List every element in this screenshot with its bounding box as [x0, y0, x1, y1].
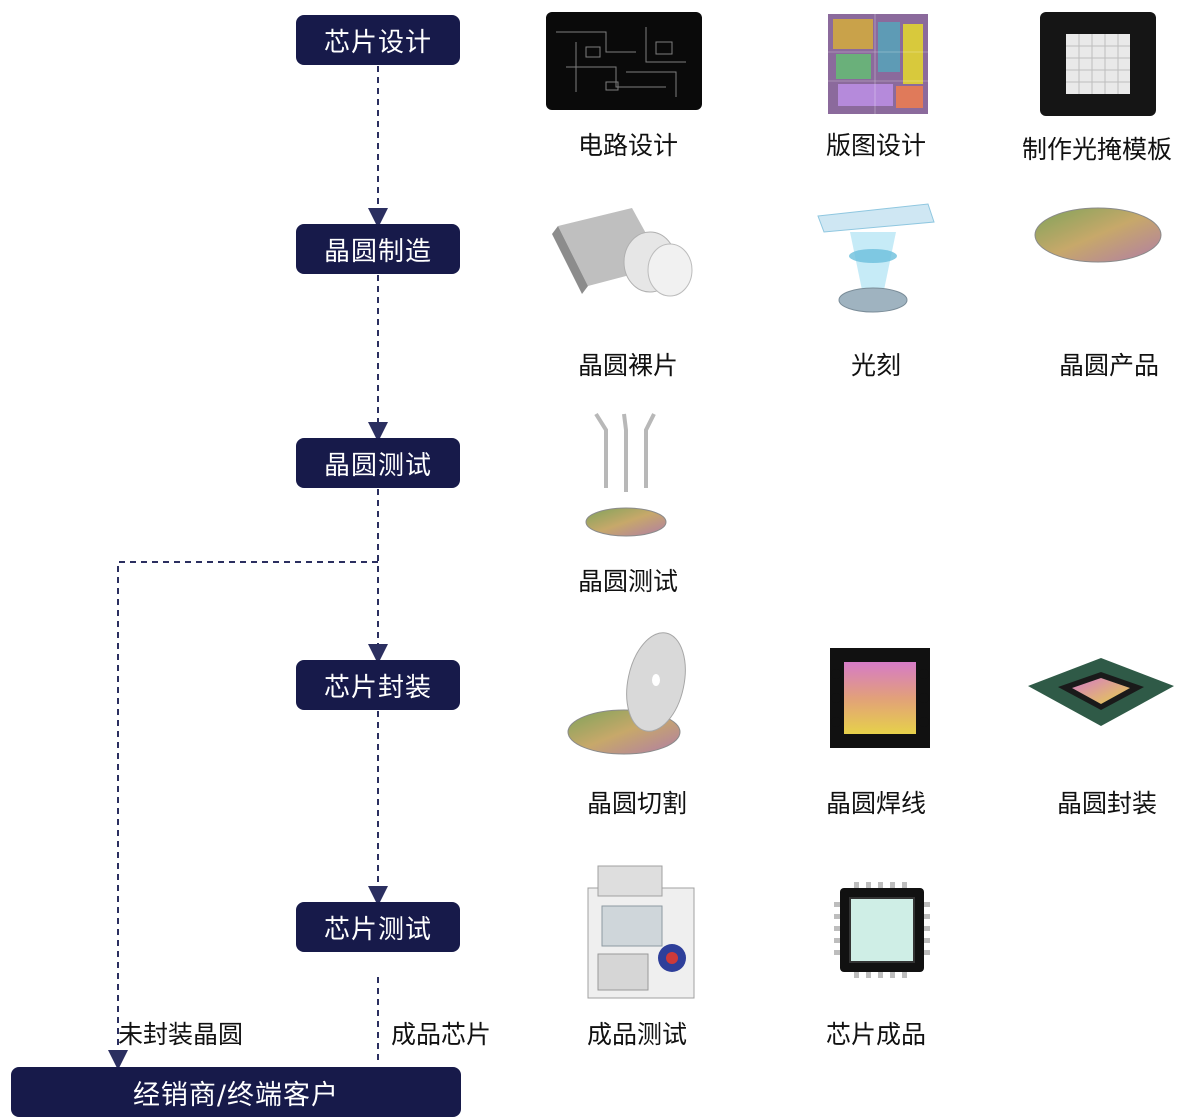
step-wafer-fab: 晶圆制造: [296, 224, 460, 274]
label-wire-bonding: 晶圆焊线: [825, 789, 927, 818]
label-wafer-test: 晶圆测试: [577, 567, 679, 596]
edge-label-unpackaged-wafer: 未封装晶圆: [118, 1020, 244, 1049]
label-photomask: 制作光掩模板: [1021, 135, 1173, 164]
step-customer: 经销商/终端客户: [11, 1067, 461, 1117]
layout-design-image: [828, 14, 928, 114]
wafer-dicing-image: [567, 632, 686, 755]
test-equipment-image: [587, 865, 695, 999]
label-final-test: 成品测试: [586, 1020, 688, 1049]
wafer-ingot-image: [552, 208, 693, 297]
label-wafer-packaging: 晶圆封装: [1056, 789, 1158, 818]
step-chip-packaging: 芯片封装: [296, 660, 460, 710]
edge-label-finished-chip: 成品芯片: [391, 1020, 492, 1049]
circuit-design-image: [546, 12, 702, 110]
wafer-probe-image: [585, 412, 667, 537]
label-wafer-product: 晶圆产品: [1058, 351, 1160, 380]
label-bare-wafer: 晶圆裸片: [577, 351, 679, 380]
wafer-product-image: [1034, 207, 1162, 263]
label-layout-design: 版图设计: [825, 131, 927, 160]
step-wafer-test: 晶圆测试: [296, 438, 460, 488]
label-finished-chip: 芯片成品: [825, 1020, 927, 1049]
label-wafer-dicing: 晶圆切割: [586, 789, 688, 818]
wafer-packaging-image: [1028, 658, 1174, 726]
step-chip-design: 芯片设计: [296, 15, 460, 65]
lithography-image: [817, 203, 935, 313]
label-circuit-design: 电路设计: [577, 131, 679, 160]
step-chip-test: 芯片测试: [296, 902, 460, 952]
label-lithography: 光刻: [850, 351, 902, 380]
finished-chip-image: [834, 882, 930, 978]
arrow-unpackaged-branch: [108, 561, 378, 1070]
wire-bonding-image: [830, 648, 930, 748]
photomask-image: [1040, 12, 1156, 116]
